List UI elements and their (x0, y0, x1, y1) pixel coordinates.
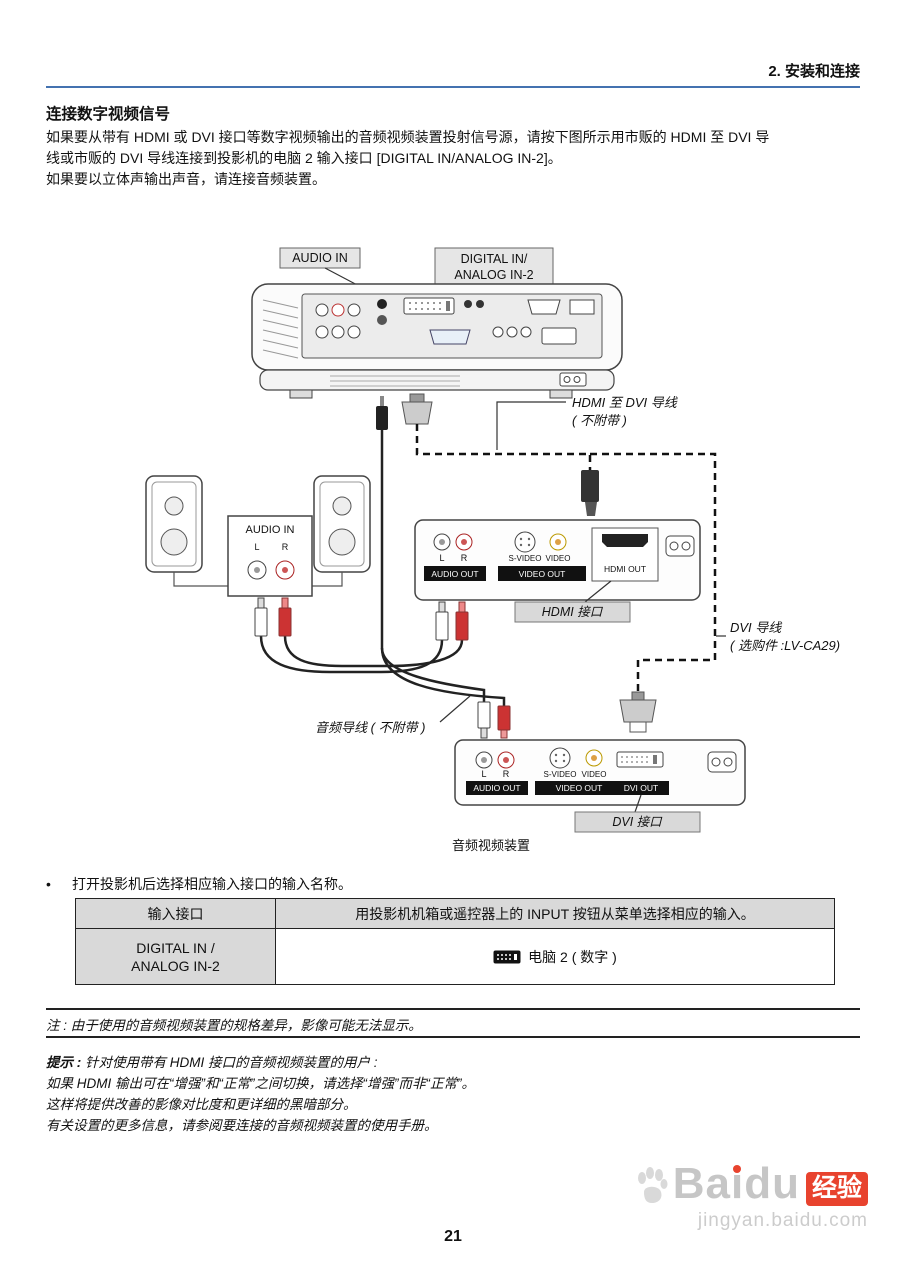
svg-text:HDMI 至 DVI 导线: HDMI 至 DVI 导线 (572, 395, 678, 410)
dvi-plug-bottom (619, 691, 657, 733)
projector-rear-panel (301, 293, 603, 359)
tips-line2: 如果 HDMI 输出可在“增强”和“正常”之间切换，请选择“增强”而非“正常”。 (46, 1076, 475, 1091)
table-header-row: 输入接口 用投影机机箱或遥控器上的 INPUT 按钮从菜单选择相应的输入。 (75, 898, 835, 929)
svg-text:AUDIO OUT: AUDIO OUT (473, 783, 520, 793)
svg-text:DVI 导线: DVI 导线 (730, 620, 782, 635)
cell-digital-in: DIGITAL IN / ANALOG IN-2 (75, 928, 276, 985)
svg-text:S-VIDEO: S-VIDEO (509, 554, 542, 563)
hdmi-plug (581, 470, 599, 516)
svg-text:R: R (461, 553, 468, 563)
input-terminal-table: 输入接口 用投影机机箱或遥控器上的 INPUT 按钮从菜单选择相应的输入。 DI… (75, 898, 835, 985)
intro-paragraph-line2: 线或市贩的 DVI 导线连接到投影机的电脑 2 输入接口 [DIGITAL IN… (46, 150, 562, 166)
tips-line3: 这样将提供改善的影像对比度和更详细的黑暗部分。 (46, 1097, 357, 1112)
av-device-caption: 音频视频装置 (452, 838, 530, 853)
svg-text:DVI OUT: DVI OUT (624, 783, 658, 793)
baidu-paw-icon (637, 1167, 668, 1203)
tips-line1: 针对使用带有 HDMI 接口的音频视频装置的用户 : (85, 1055, 378, 1070)
header-rule (46, 86, 860, 88)
svg-text:R: R (503, 769, 510, 779)
rca-plug-white-up-device (435, 601, 449, 641)
svg-text:DVI 接口: DVI 接口 (612, 815, 663, 829)
rca-plug-red-down (497, 705, 511, 739)
chapter-header: 2. 安装和连接 (768, 63, 860, 80)
svg-text:DIGITAL IN/: DIGITAL IN/ (461, 252, 528, 266)
svg-text:VIDEO OUT: VIDEO OUT (519, 569, 566, 579)
projector-power-inlet (559, 372, 587, 387)
speaker-cable-r (283, 635, 464, 668)
baidu-brand: Baidu (672, 1159, 800, 1208)
jingyan-url: jingyan.baidu.com (697, 1210, 868, 1231)
baidu-red-dot (732, 1165, 741, 1173)
svg-text:AUDIO IN: AUDIO IN (292, 251, 348, 265)
computer2-digital-icon (493, 950, 521, 963)
projector (251, 283, 623, 399)
note-text: 注 : 由于使用的音频视频装置的规格差异，影像可能无法显示。 (46, 1018, 422, 1033)
svg-text:L: L (439, 553, 444, 563)
table-header-instruction: 用投影机机箱或遥控器上的 INPUT 按钮从菜单选择相应的输入。 (275, 898, 835, 929)
svg-text:VIDEO OUT: VIDEO OUT (556, 783, 603, 793)
section-title: 连接数字视频信号 (46, 106, 171, 123)
dvi-cable-callout: DVI 导线 ( 选购件 :LV-CA29) (716, 620, 840, 653)
svg-text:( 选购件 :LV-CA29): ( 选购件 :LV-CA29) (730, 638, 840, 653)
svg-text:AUDIO IN: AUDIO IN (246, 524, 295, 536)
speaker-left (145, 475, 203, 573)
rca-plug-red-up-device (455, 601, 469, 641)
av-device-dvi: L R AUDIO OUT S-VIDEO VIDEO VIDEO OUT DV… (454, 739, 746, 806)
dvi-cable (590, 452, 717, 692)
svg-text:VIDEO: VIDEO (546, 554, 571, 563)
svg-text:AUDIO OUT: AUDIO OUT (431, 569, 478, 579)
rca-plug-white-up-speaker (254, 597, 268, 637)
dvi-plug-top (401, 393, 433, 425)
cell-computer2-text: 电脑 2 ( 数字 ) (528, 948, 617, 965)
intro-paragraph-line3: 如果要以立体声输出声音，请连接音频装置。 (46, 171, 326, 187)
selection-bullet: • 打开投影机后选择相应输入接口的输入名称。 (46, 874, 846, 894)
svg-text:ANALOG IN-2: ANALOG IN-2 (454, 268, 533, 282)
intro-paragraph-line1: 如果要从带有 HDMI 或 DVI 接口等数字视频输出的音频视频装置投射信号源，… (46, 129, 770, 145)
audio-in-jack (377, 299, 387, 309)
rca-plug-white-down (477, 701, 491, 739)
speaker-audio-in-panel: AUDIO IN L R (227, 515, 313, 597)
baidu-watermark: Baidu 经验 jingyan.baidu.com (635, 1162, 868, 1232)
audio-cable-branch-r (380, 647, 506, 706)
note-rule-top (46, 1008, 860, 1010)
connection-diagram: AUDIO IN DIGITAL IN/ ANALOG IN-2 (145, 247, 840, 853)
svg-text:( 不附带 ): ( 不附带 ) (572, 413, 627, 428)
av-device-hdmi: L R AUDIO OUT S-VIDEO VIDEO VIDEO OUT HD… (414, 519, 701, 601)
table-header-input-terminal: 输入接口 (75, 898, 276, 929)
cell-computer2: 电脑 2 ( 数字 ) (275, 928, 835, 985)
svg-text:HDMI OUT: HDMI OUT (604, 564, 646, 574)
tips-block: 提示 : 针对使用带有 HDMI 接口的音频视频装置的用户 : 如果 HDMI … (46, 1052, 866, 1136)
svg-text:HDMI 接口: HDMI 接口 (542, 605, 604, 619)
speaker-wire-left (173, 572, 228, 587)
speaker-cable-l (259, 635, 444, 674)
svg-text:音频导线 ( 不附带 ): 音频导线 ( 不附带 ) (315, 720, 426, 735)
svg-text:R: R (282, 542, 289, 552)
dvi-port-label: DVI 接口 (574, 811, 701, 833)
bullet-dot: • (46, 876, 51, 892)
hdmi-dvi-cable-callout: HDMI 至 DVI 导线 ( 不附带 ) (496, 395, 678, 450)
hdmi-to-dvi-cable (415, 424, 592, 470)
jingyan-badge: 经验 (805, 1172, 868, 1206)
note-rule-bottom (46, 1036, 860, 1038)
svg-text:VIDEO: VIDEO (582, 770, 607, 779)
svg-text:L: L (481, 769, 486, 779)
vent-hatch (262, 299, 299, 359)
speaker-right (313, 475, 371, 573)
svg-text:S-VIDEO: S-VIDEO (544, 770, 577, 779)
table-row: DIGITAL IN / ANALOG IN-2 电脑 2 ( 数字 ) (75, 928, 835, 985)
audio-cable-callout: 音频导线 ( 不附带 ) (315, 695, 471, 735)
audio-cable-branch-l (380, 647, 486, 702)
audio-mini-plug (376, 396, 388, 430)
speaker-wire-right (312, 572, 343, 587)
selection-bullet-text: 打开投影机后选择相应输入接口的输入名称。 (72, 876, 352, 892)
svg-text:L: L (254, 542, 259, 552)
dvi-input-port (403, 297, 455, 315)
hdmi-port-label: HDMI 接口 (514, 601, 631, 623)
rca-plug-red-up-speaker (278, 597, 292, 637)
tips-label: 提示 : (46, 1055, 82, 1070)
page-number: 21 (444, 1228, 462, 1245)
tips-line4: 有关设置的更多信息，请参阅要连接的音频视频装置的使用手册。 (46, 1118, 438, 1133)
